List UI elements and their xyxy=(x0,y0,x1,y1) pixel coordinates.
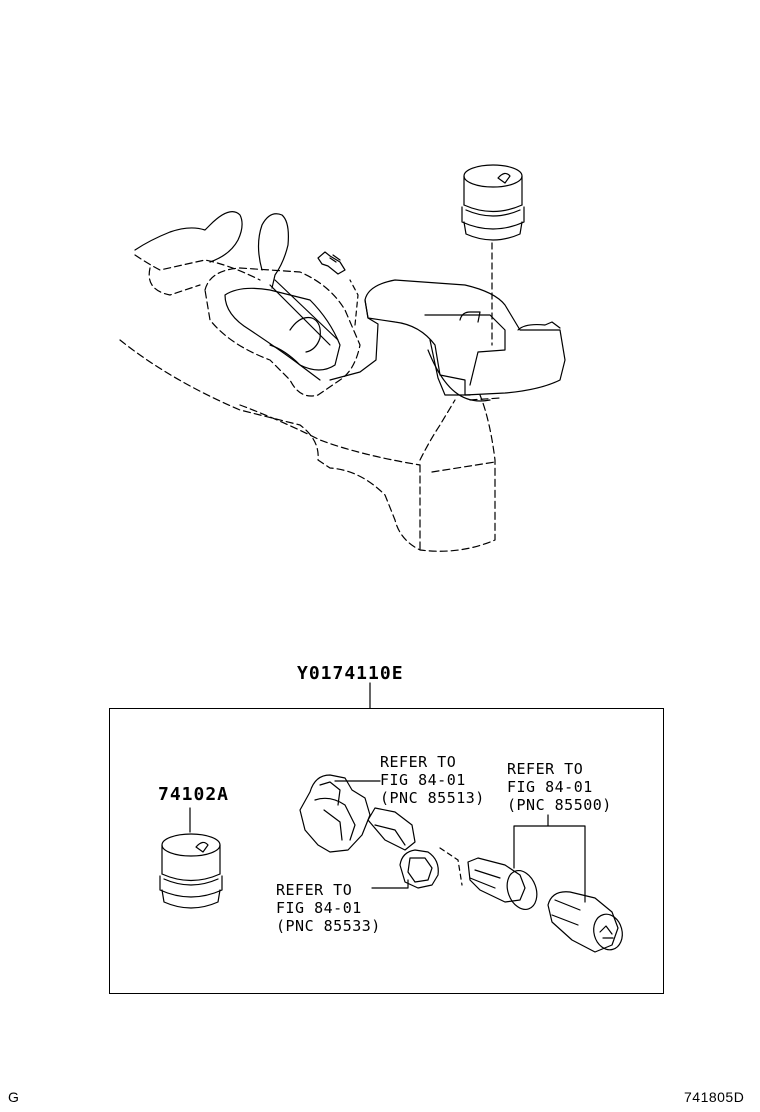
cup-holder-part-number: 74102A xyxy=(158,784,230,805)
outlet-leader xyxy=(513,814,586,903)
refer-85513-line1: REFER TO xyxy=(380,753,457,771)
cup-holder-top-illustration xyxy=(461,164,525,241)
cigarette-plug-illustration xyxy=(547,891,623,953)
refer-85533-line1: REFER TO xyxy=(276,881,353,899)
cup-holder-bottom-illustration xyxy=(159,807,223,909)
refer-85533-line3: (PNC 85533) xyxy=(276,917,381,935)
refer-85513-line3: (PNC 85513) xyxy=(380,789,485,807)
refer-85513-line2: FIG 84-01 xyxy=(380,771,466,789)
socket-bracket-illustration xyxy=(299,774,381,853)
socket-connector-illustration xyxy=(367,807,463,889)
refer-85533-line2: FIG 84-01 xyxy=(276,899,362,917)
refer-85533-label: REFER TO FIG 84-01 (PNC 85533) xyxy=(276,881,381,935)
main-part-number: Y0174110E xyxy=(297,663,404,684)
refer-85500-label: REFER TO FIG 84-01 (PNC 85500) xyxy=(507,760,612,814)
refer-85500-line3: (PNC 85500) xyxy=(507,796,612,814)
center-console-illustration xyxy=(119,211,566,552)
corner-label-right: 741805D xyxy=(684,1089,745,1105)
refer-85513-label: REFER TO FIG 84-01 (PNC 85513) xyxy=(380,753,485,807)
parts-group-box xyxy=(109,708,664,994)
corner-label-left: G xyxy=(8,1089,20,1105)
refer-85500-line1: REFER TO xyxy=(507,760,584,778)
power-outlet-illustration xyxy=(467,857,538,910)
refer-85500-line2: FIG 84-01 xyxy=(507,778,593,796)
